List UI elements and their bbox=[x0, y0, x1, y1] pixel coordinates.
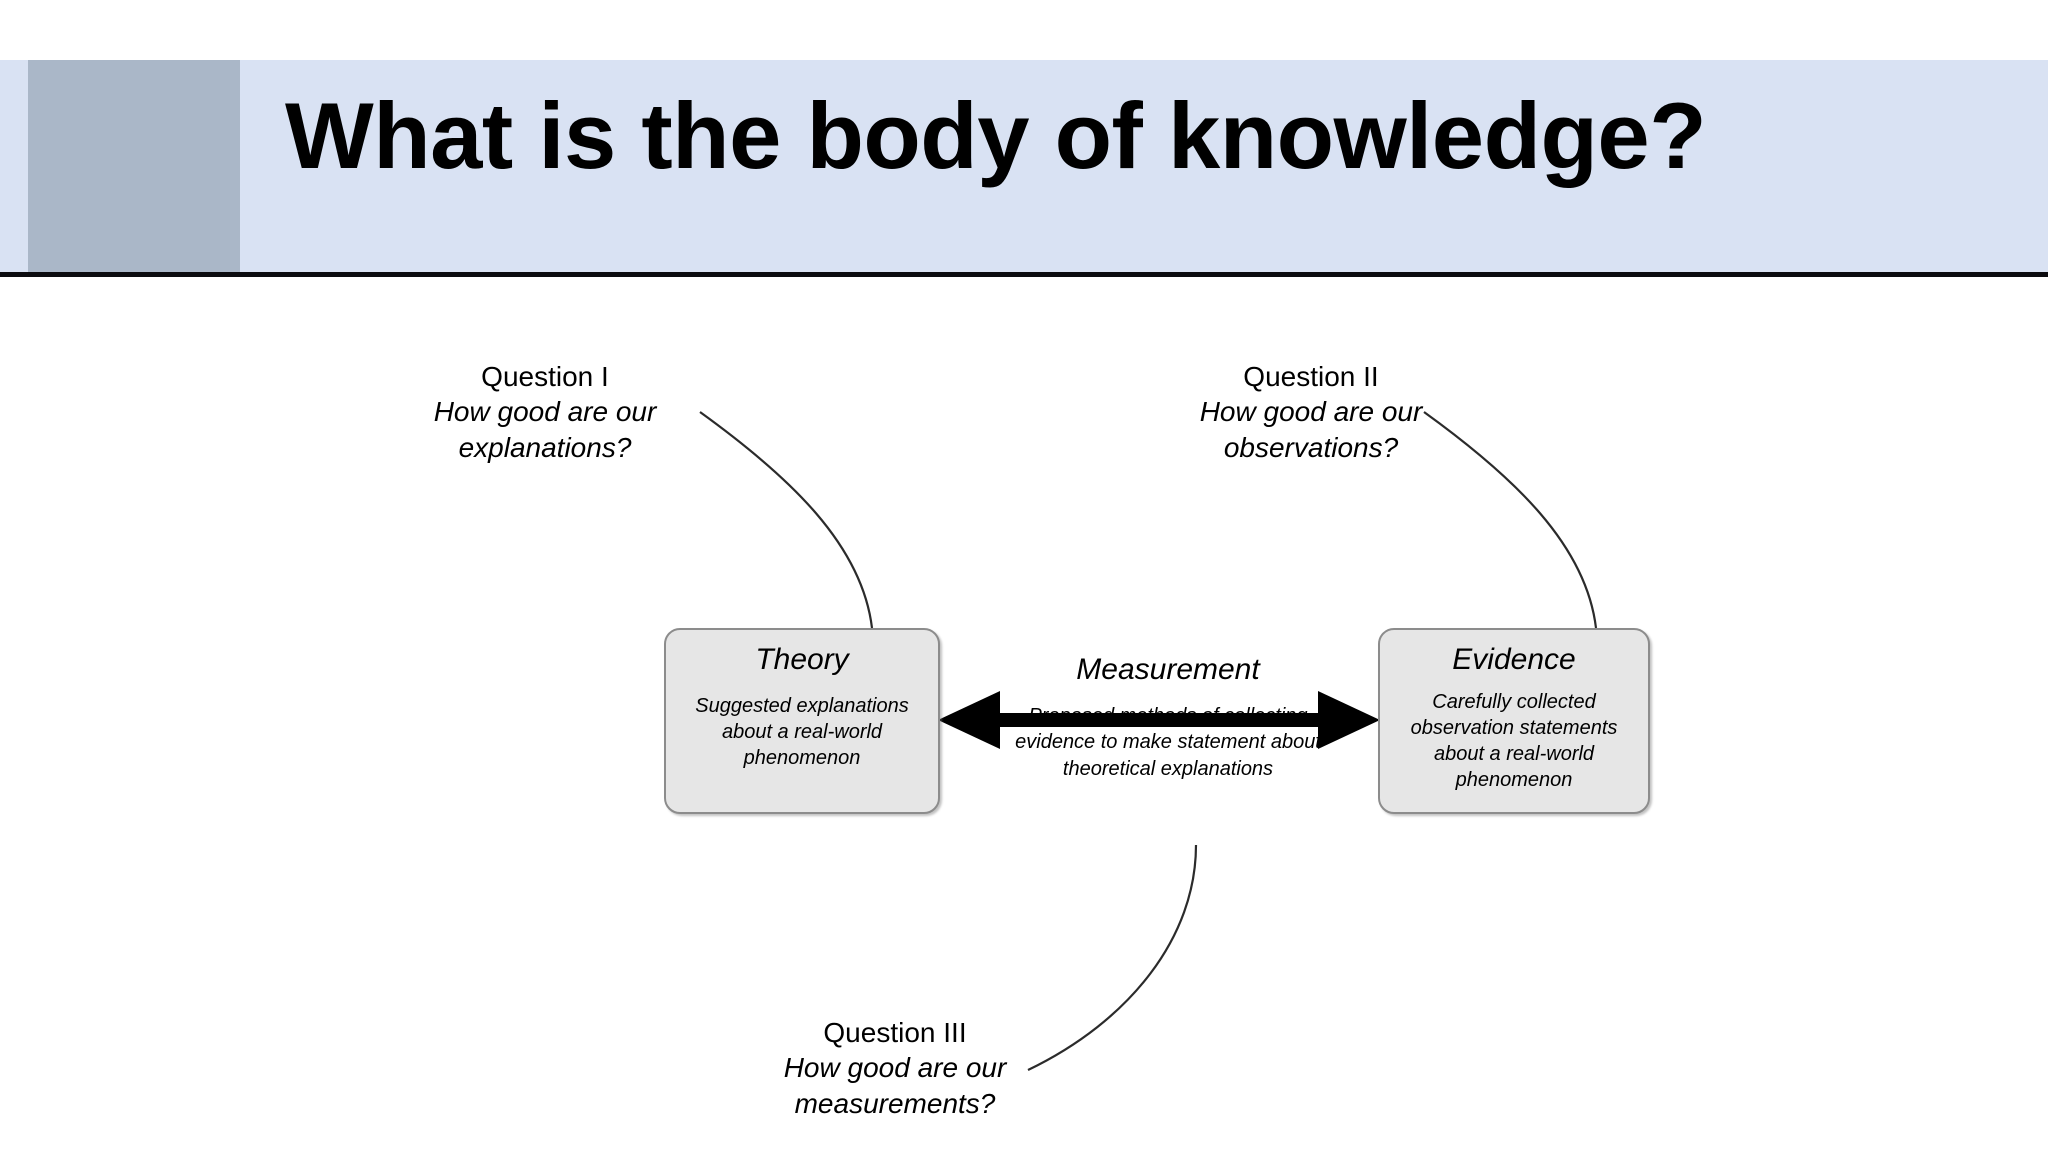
diagram-connectors-svg bbox=[699, 411, 1598, 1071]
header-divider-rule bbox=[0, 272, 2048, 277]
concept-box-theory[interactable]: Theory Suggested explanations about a re… bbox=[664, 628, 940, 814]
concept-box-evidence[interactable]: Evidence Carefully collected observation… bbox=[1378, 628, 1650, 814]
question-3-text: How good are our measurements? bbox=[783, 1052, 1007, 1119]
measurement-title: Measurement bbox=[1076, 653, 1260, 686]
measurement-body: Proposed methods of collecting evidence … bbox=[1015, 705, 1321, 780]
measurement-double-arrow bbox=[938, 691, 1380, 749]
evidence-box-title: Evidence bbox=[1452, 643, 1576, 676]
slide-header-band bbox=[0, 60, 2048, 272]
theory-box-body: Suggested explanations about a real-worl… bbox=[695, 695, 909, 769]
knowledge-diagram: Theory Suggested explanations about a re… bbox=[0, 277, 2048, 1152]
question-1-text: How good are our explanations? bbox=[433, 396, 657, 463]
theory-box-title: Theory bbox=[755, 643, 849, 676]
question-3-label: Question III bbox=[823, 1017, 967, 1048]
annotation-question-2: Question II How good are our observation… bbox=[1166, 359, 1456, 466]
question-2-label: Question II bbox=[1243, 361, 1379, 392]
header-accent-block bbox=[28, 60, 240, 272]
connector-curve-question-2 bbox=[1423, 411, 1598, 629]
question-2-text: How good are our observations? bbox=[1199, 396, 1423, 463]
page-title: What is the body of knowledge? bbox=[285, 83, 1707, 188]
connector-curve-question-1 bbox=[699, 411, 874, 629]
connector-curve-question-3 bbox=[1027, 844, 1198, 1071]
annotation-question-1: Question I How good are our explanations… bbox=[400, 359, 690, 466]
annotation-question-3: Question III How good are our measuremen… bbox=[750, 1015, 1040, 1122]
evidence-box-body: Carefully collected observation statemen… bbox=[1410, 691, 1618, 791]
question-1-label: Question I bbox=[481, 361, 609, 392]
